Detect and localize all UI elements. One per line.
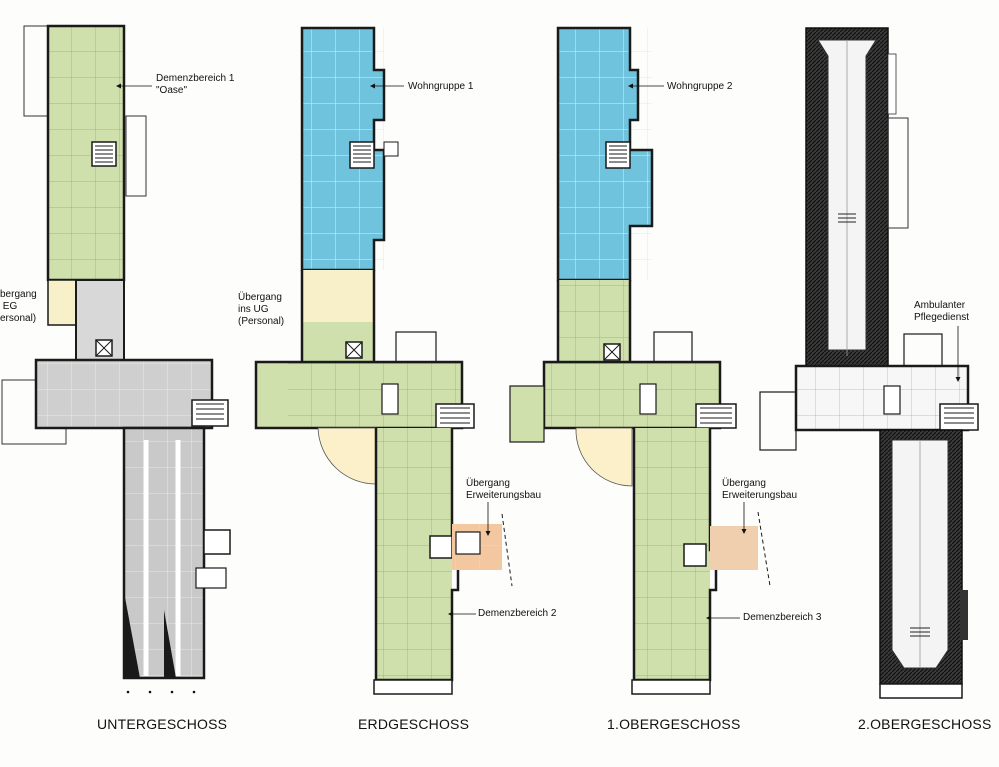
floor-title-2-obergeschoss: 2.OBERGESCHOSS [858,716,992,732]
zone-uebergang-erweiterungsbau [710,526,758,570]
annex-outline [125,115,147,197]
label-wohngruppe-2: Wohngruppe 2 [667,81,733,92]
label-demenzbereich-1: Demenzbereich 1 "Oase" [156,73,235,96]
label-uebergang-eg: bergang EG ersonal) [0,289,37,324]
floor-title-untergeschoss: UNTERGESCHOSS [97,716,228,732]
plan-2-obergeschoss [759,27,979,699]
label-ambulanter-pflegedienst: Ambulanter Pflegedienst [914,300,970,323]
zone-uebergang-ug [302,270,374,322]
plan-erdgeschoss [254,26,513,695]
label-uebergang-erweiterungsbau-eg: Übergang Erweiterungsbau [466,478,542,501]
label-uebergang-ins-ug: Übergang ins UG (Personal) [238,292,285,327]
label-uebergang-erweiterungsbau-1og: Übergang Erweiterungsbau [722,478,798,501]
label-demenzbereich-3: Demenzbereich 3 [743,612,822,623]
plan-1-obergeschoss [509,26,771,695]
label-wohngruppe-1: Wohngruppe 1 [408,81,474,92]
plan-untergeschoss [1,24,231,694]
label-demenzbereich-2: Demenzbereich 2 [478,608,557,619]
floor-title-1-obergeschoss: 1.OBERGESCHOSS [607,716,741,732]
floor-title-erdgeschoss: ERDGESCHOSS [358,716,470,732]
zone-uebergang-personal [47,279,77,326]
